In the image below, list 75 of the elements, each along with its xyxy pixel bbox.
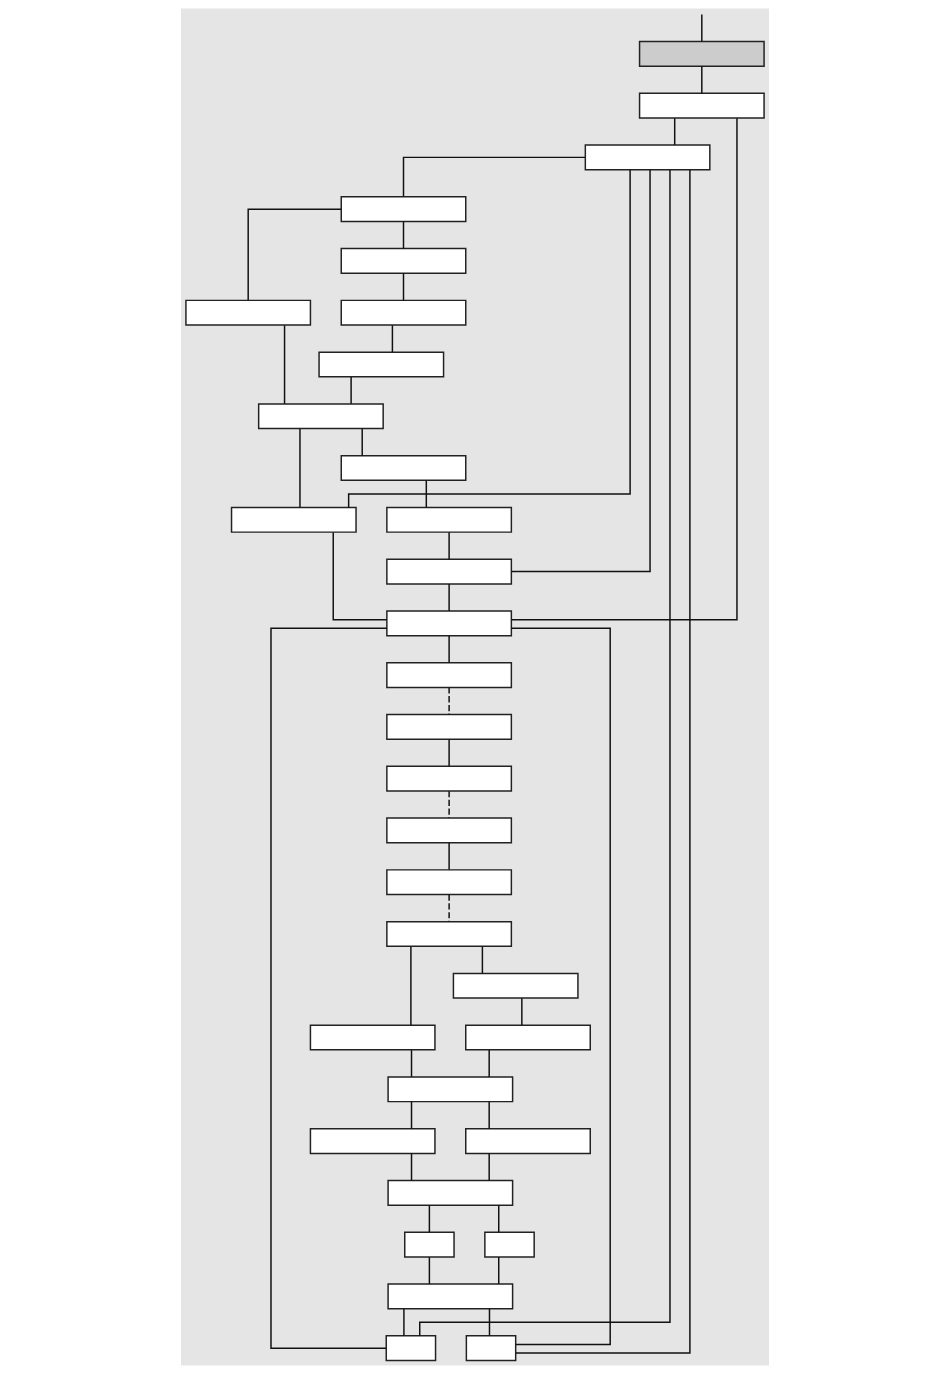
node-box <box>318 351 445 378</box>
connector <box>448 583 450 612</box>
connector <box>428 1256 431 1285</box>
connector <box>498 1204 500 1233</box>
connector <box>510 627 611 1346</box>
connector <box>402 156 586 198</box>
connector <box>488 1308 491 1337</box>
node-box <box>185 299 312 326</box>
node-box <box>386 506 513 533</box>
connector <box>488 1101 490 1130</box>
node-box <box>309 1128 436 1155</box>
node-box <box>638 92 765 119</box>
connector <box>410 1049 413 1078</box>
connector <box>498 1256 500 1285</box>
node-box <box>387 1283 514 1310</box>
connector <box>488 1049 490 1078</box>
connector <box>350 376 352 405</box>
connector <box>425 479 428 509</box>
connector <box>410 1152 413 1182</box>
node-box <box>484 1231 535 1258</box>
node-box <box>386 765 513 792</box>
node-box <box>386 713 513 740</box>
node-box <box>340 196 467 223</box>
node-box <box>465 1128 591 1155</box>
node-box <box>465 1335 517 1362</box>
connector <box>448 894 450 923</box>
node-box <box>340 299 467 326</box>
connector <box>448 842 450 871</box>
connector <box>510 117 738 621</box>
connector <box>410 1101 413 1130</box>
connector <box>448 790 450 819</box>
connector <box>701 65 703 94</box>
node-box <box>230 506 357 533</box>
node-box <box>309 1024 436 1051</box>
connector <box>448 635 450 664</box>
node-box <box>257 403 384 430</box>
connector <box>402 272 405 302</box>
node-box <box>465 1024 591 1051</box>
connector <box>410 945 412 1026</box>
connector <box>488 1152 490 1182</box>
node-box <box>385 1335 437 1362</box>
connector <box>332 531 388 621</box>
connector <box>428 1204 431 1233</box>
node-box <box>386 610 513 637</box>
connector <box>515 169 691 1354</box>
connector <box>347 169 631 509</box>
node-box <box>404 1231 455 1258</box>
node-box <box>386 920 513 948</box>
connector <box>419 169 671 1337</box>
node-box <box>386 869 513 896</box>
connector <box>299 428 301 509</box>
node-box <box>386 662 513 689</box>
connector <box>521 997 523 1026</box>
connector <box>361 428 363 457</box>
connector <box>283 324 286 405</box>
node-box <box>387 1179 514 1206</box>
node-box <box>386 817 513 844</box>
node-box <box>638 40 765 67</box>
node-box <box>386 558 513 585</box>
node-box <box>452 972 579 999</box>
connector <box>270 627 388 1349</box>
connector <box>247 208 342 301</box>
node-box <box>387 1076 514 1103</box>
connector <box>448 531 450 560</box>
connector <box>403 1308 405 1337</box>
connector <box>673 117 676 146</box>
connector <box>510 169 651 573</box>
connector <box>701 13 703 43</box>
connector <box>481 945 484 975</box>
node-box <box>340 454 467 482</box>
connector <box>391 324 394 353</box>
connector <box>402 220 405 250</box>
connector <box>448 738 450 767</box>
node-box <box>340 247 467 274</box>
node-box <box>584 144 711 171</box>
